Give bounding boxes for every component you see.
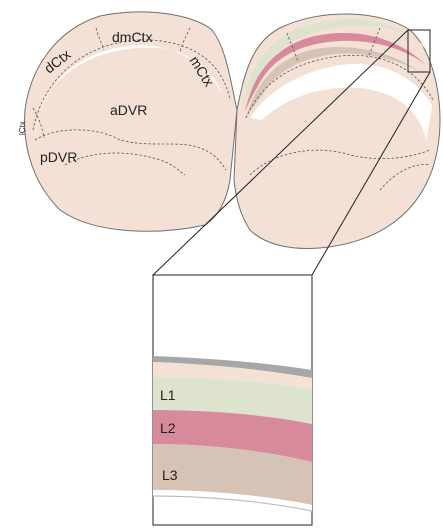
left-hemisphere: dmCtx dCtx mCtx lCtx aDVR pDVR <box>18 12 237 231</box>
inset-layers-panel: L1 L2 L3 <box>153 275 312 525</box>
label-layer-l3: L3 <box>162 467 178 483</box>
label-layer-l1: L1 <box>160 387 176 403</box>
label-advr: aDVR <box>110 102 147 118</box>
right-hemisphere <box>234 14 440 249</box>
label-lctx: lCtx <box>18 121 27 135</box>
label-dmctx: dmCtx <box>112 29 152 45</box>
label-pdvr: pDVR <box>40 149 77 165</box>
label-layer-l2: L2 <box>160 420 176 436</box>
